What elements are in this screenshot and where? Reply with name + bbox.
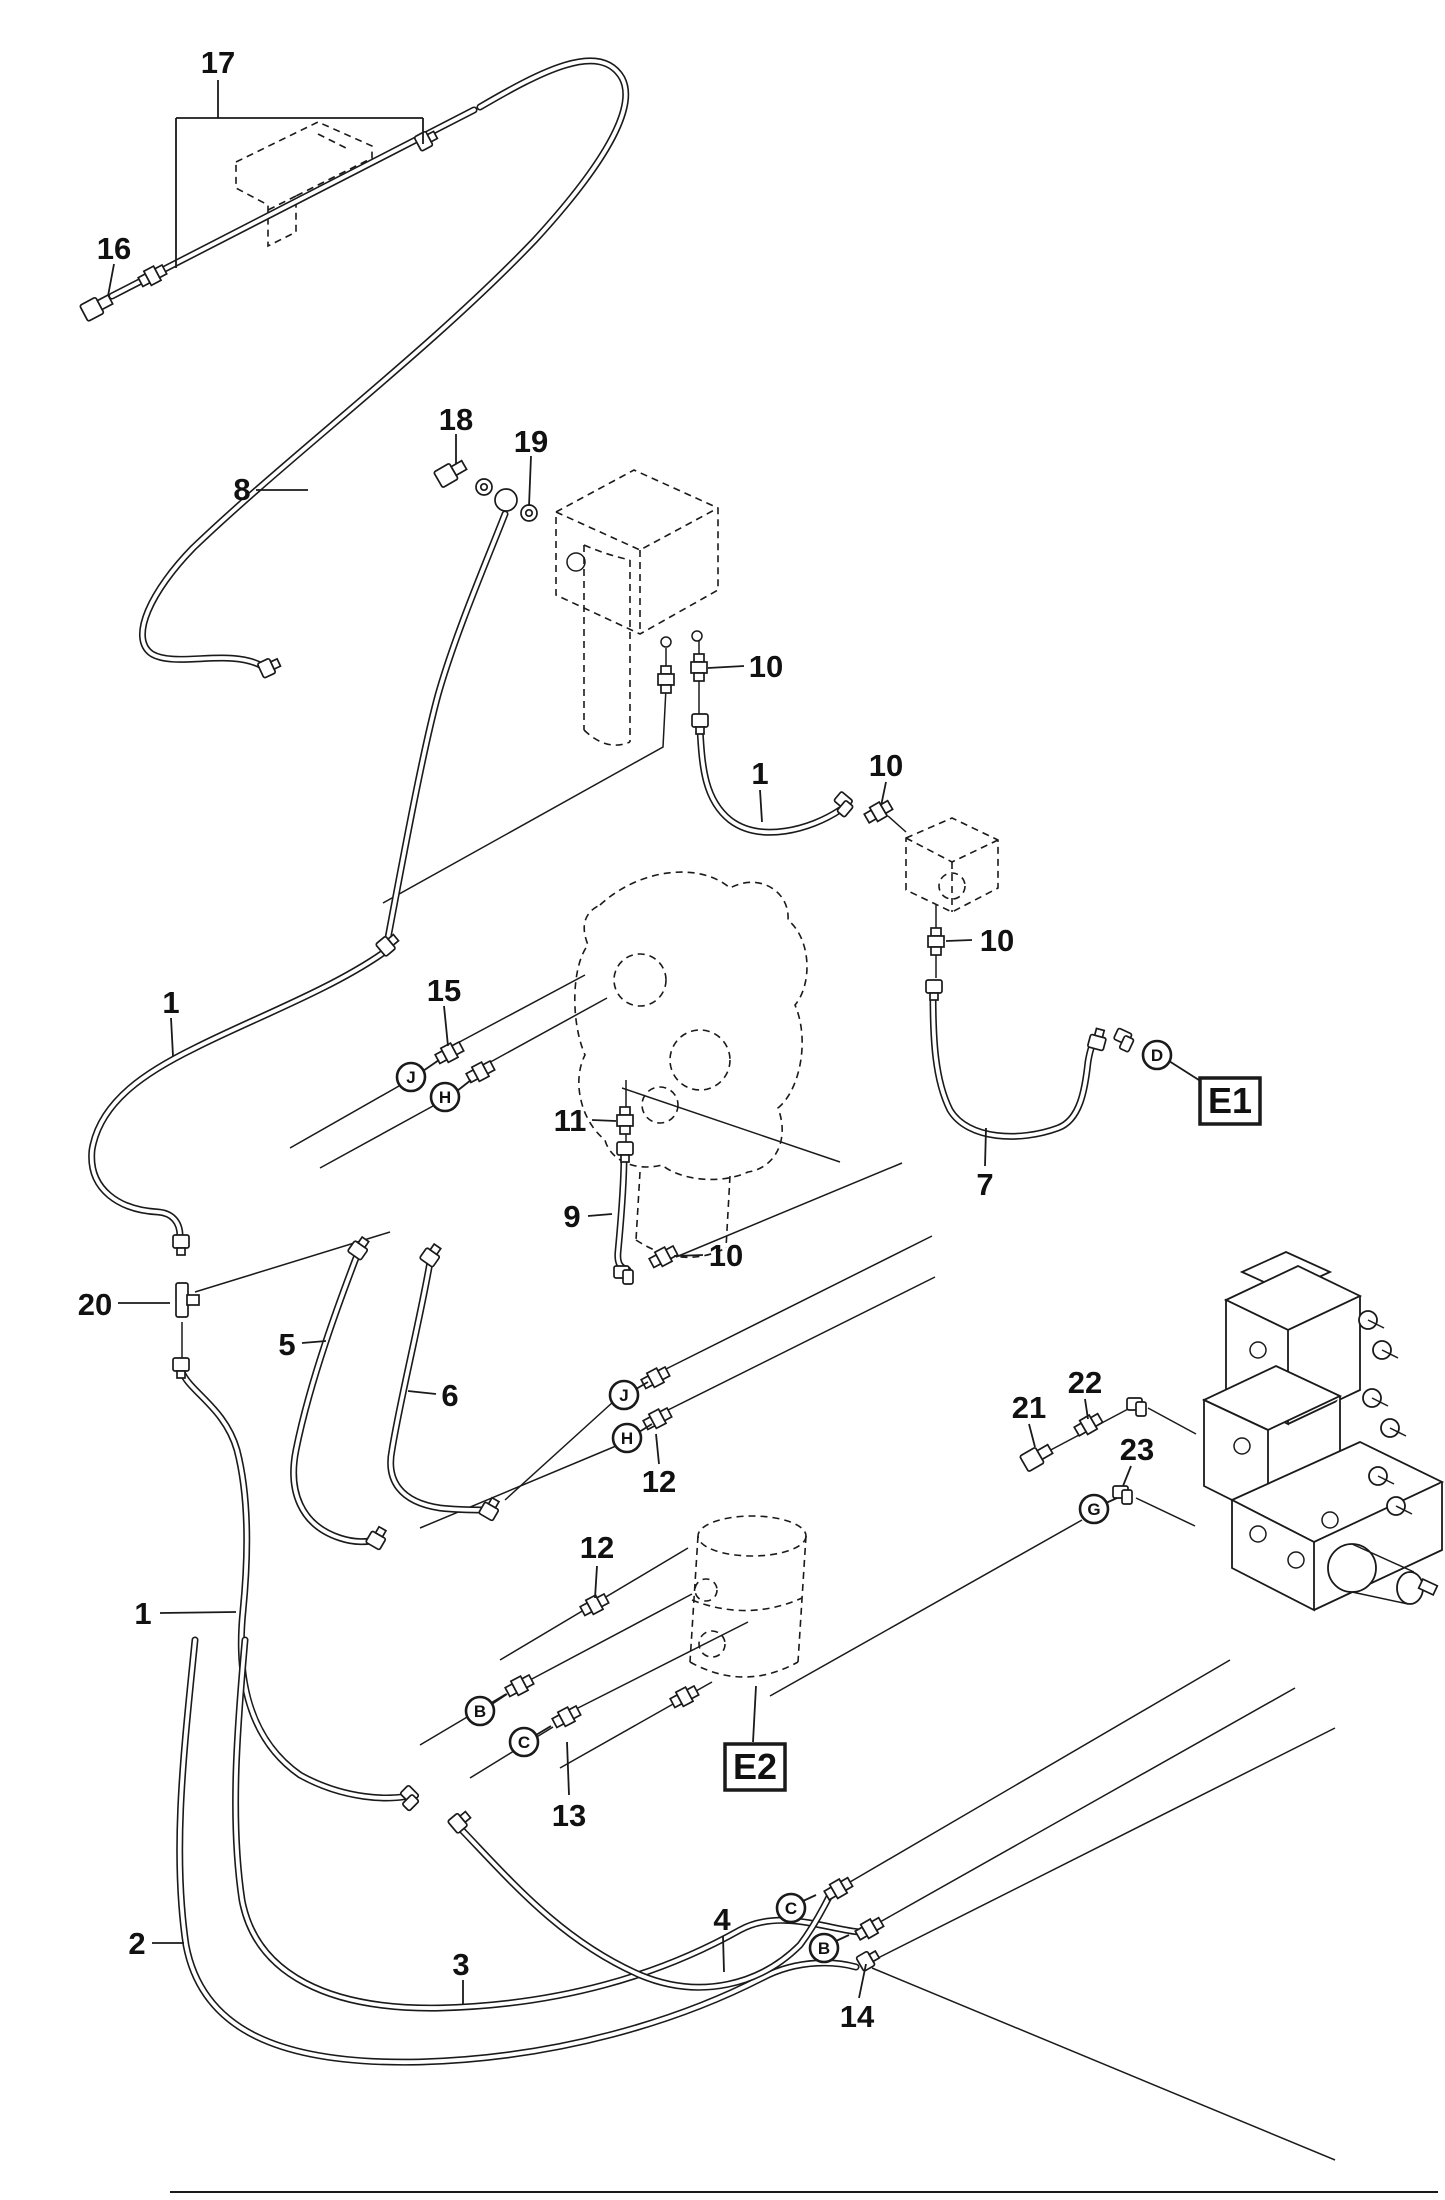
callout-22: 22 — [1068, 1365, 1102, 1400]
callout-18: 18 — [439, 402, 473, 437]
port-circle-J: J — [395, 1061, 427, 1093]
callout-11: 11 — [554, 1103, 587, 1138]
svg-text:C: C — [785, 1899, 797, 1918]
svg-text:E1: E1 — [1208, 1080, 1252, 1121]
callout-12: 12 — [580, 1530, 614, 1565]
fitting-10 — [861, 797, 895, 827]
callout-23: 23 — [1120, 1432, 1154, 1467]
callout-21: 21 — [1012, 1390, 1046, 1425]
callout-6: 6 — [441, 1378, 458, 1413]
port-circle-C: C — [775, 1892, 807, 1924]
svg-text:B: B — [818, 1939, 830, 1958]
banjo-eye — [494, 488, 518, 512]
reference-lines — [181, 640, 1336, 2161]
tee-20 — [175, 1282, 200, 1318]
svg-text:G: G — [1087, 1500, 1100, 1519]
callout-7: 7 — [976, 1167, 993, 1202]
callout-17: 17 — [201, 45, 235, 80]
callout-2: 2 — [128, 1926, 145, 1961]
callout-14: 14 — [840, 1999, 875, 2034]
port-circle-J: J — [608, 1379, 640, 1411]
washer-19 — [520, 504, 538, 522]
callout-10: 10 — [709, 1238, 743, 1273]
mount-bracket-dashed — [235, 121, 373, 248]
callout-19: 19 — [514, 424, 548, 459]
port-circle-D: D — [1141, 1039, 1173, 1071]
solenoid-valve-dashed — [555, 469, 719, 746]
callout-13: 13 — [552, 1798, 586, 1833]
ref-box-E2: E2 — [723, 1742, 787, 1792]
gear-pump-dashed — [905, 817, 999, 913]
main-pump-dashed — [574, 871, 808, 1259]
control-valve-manifold — [1201, 1251, 1445, 1612]
callout-10: 10 — [869, 748, 903, 783]
leader-lines — [107, 80, 1203, 2004]
callout-1: 1 — [162, 985, 179, 1020]
fittings — [78, 126, 1147, 1973]
ref-box-E1: E1 — [1198, 1076, 1262, 1126]
callout-15: 15 — [427, 973, 461, 1008]
plug-16 — [78, 290, 116, 323]
plug-21 — [1018, 1440, 1056, 1473]
port-circle-B: B — [808, 1932, 840, 1964]
svg-text:E2: E2 — [733, 1746, 777, 1787]
port-circle-G: G — [1078, 1493, 1110, 1525]
svg-text:J: J — [406, 1068, 415, 1087]
fitting-11 — [616, 1106, 634, 1135]
port-circle-H: H — [611, 1422, 643, 1454]
fitting-15 — [432, 1038, 466, 1068]
callout-3: 3 — [452, 1947, 469, 1982]
callout-4: 4 — [713, 1902, 731, 1937]
svg-text:C: C — [518, 1733, 530, 1752]
callout-5: 5 — [278, 1327, 295, 1362]
callout-8: 8 — [233, 472, 250, 507]
svg-text:B: B — [474, 1702, 486, 1721]
callout-20: 20 — [78, 1287, 112, 1322]
port-circle-H: H — [429, 1081, 461, 1113]
fitting-10 — [927, 927, 945, 956]
port-circles: J H J H B C D G C B — [395, 1039, 1173, 1964]
fitting-14 — [855, 1946, 883, 1973]
callout-9: 9 — [563, 1199, 580, 1234]
number-callouts: 17 16 18 19 8 10 1 10 10 7 15 11 9 10 20… — [78, 45, 1154, 2034]
callout-10: 10 — [980, 923, 1014, 958]
elbow-23 — [1112, 1485, 1133, 1505]
svg-text:H: H — [621, 1429, 633, 1448]
callout-1: 1 — [751, 756, 768, 791]
fitting-10 — [690, 653, 708, 682]
callout-16: 16 — [97, 231, 131, 266]
fitting-13 — [549, 1702, 583, 1732]
port-circle-C: C — [508, 1726, 540, 1758]
svg-text:J: J — [619, 1386, 628, 1405]
svg-text:H: H — [439, 1088, 451, 1107]
callout-1: 1 — [134, 1596, 151, 1631]
callout-10: 10 — [749, 649, 783, 684]
banjo-bolt-18 — [432, 456, 470, 489]
fitting-22 — [1071, 1410, 1105, 1440]
port-circle-B: B — [464, 1695, 496, 1727]
callout-12: 12 — [642, 1464, 676, 1499]
oil-tank-dashed — [689, 1515, 807, 1678]
svg-text:D: D — [1151, 1046, 1163, 1065]
hoses — [92, 61, 1096, 2062]
